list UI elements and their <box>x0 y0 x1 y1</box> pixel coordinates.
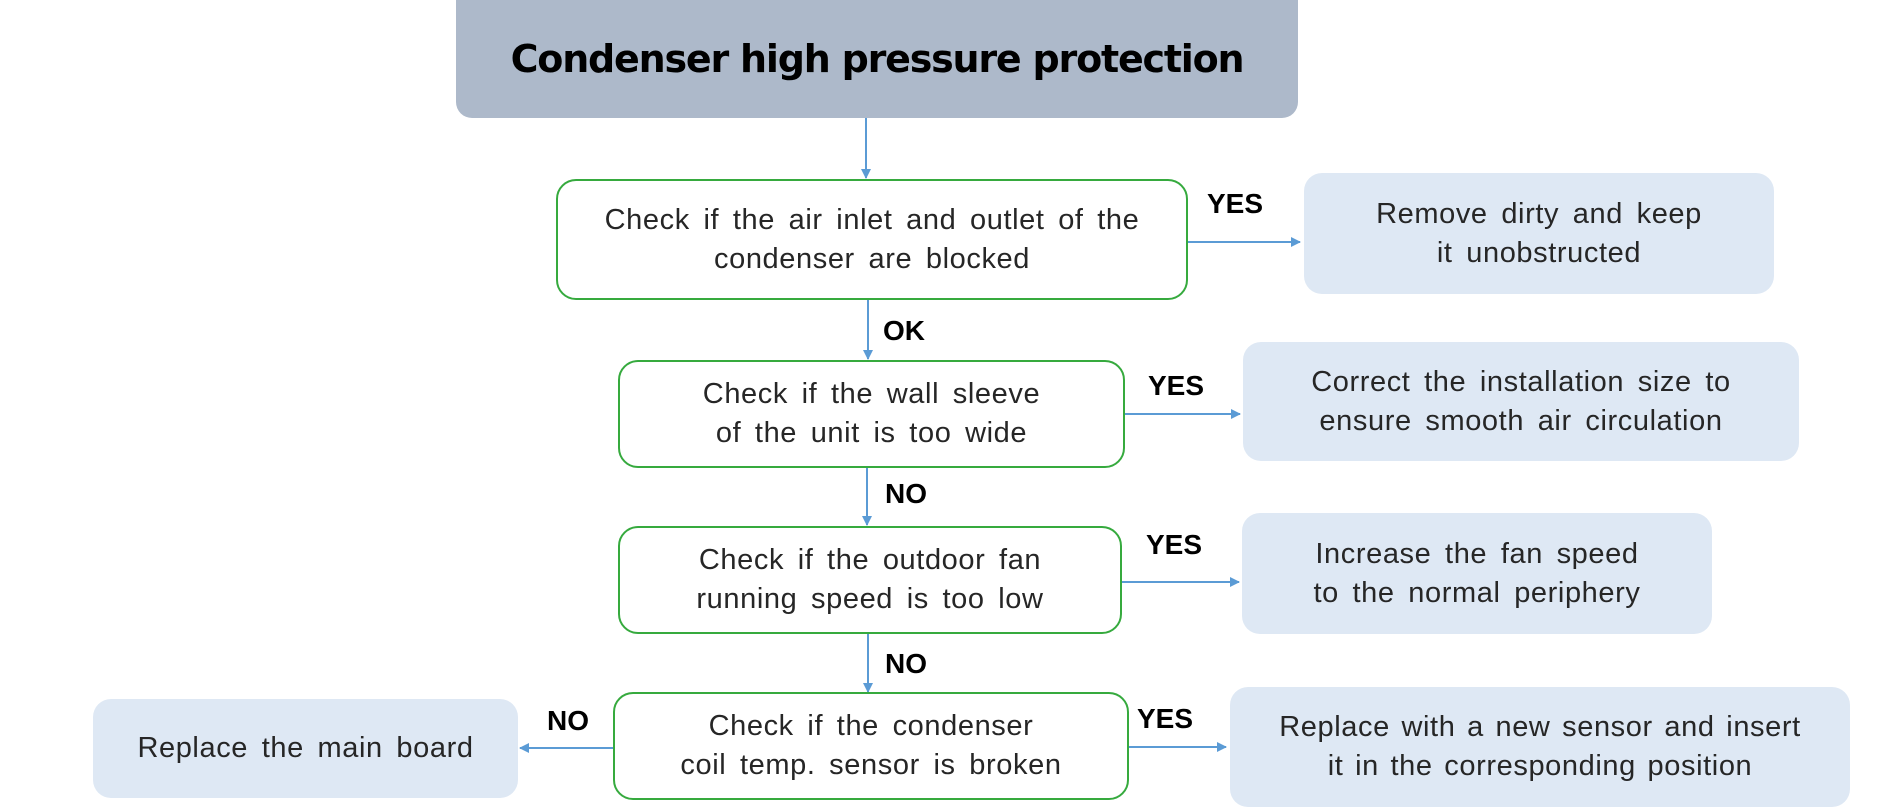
check-step-2-text: Check if the wall sleeve of the unit is … <box>702 378 1041 449</box>
label-yes-3: YES <box>1146 529 1203 560</box>
label-no-3: NO <box>885 648 927 679</box>
check-step-3: Check if the outdoor fan running speed i… <box>618 526 1122 634</box>
result-increase-fan-speed: Increase the fan speed to the normal per… <box>1242 513 1712 634</box>
check-step-4-text: Check if the condenser coil temp. sensor… <box>680 710 1062 781</box>
result-remove-dirt: Remove dirty and keep it unobstructed <box>1304 173 1774 294</box>
label-yes-4: YES <box>1137 703 1194 734</box>
label-yes-2: YES <box>1148 370 1205 401</box>
title-text: Condenser high pressure protection <box>510 37 1245 81</box>
result-replace-main-board: Replace the main board <box>93 699 518 798</box>
label-ok-1: OK <box>883 315 925 346</box>
label-yes-1: YES <box>1207 188 1264 219</box>
result-correct-installation: Correct the installation size to ensure … <box>1243 342 1799 461</box>
label-no-2: NO <box>885 478 927 509</box>
label-no-4: NO <box>547 705 589 736</box>
check-step-3-text: Check if the outdoor fan running speed i… <box>696 544 1044 615</box>
check-step-1-text: Check if the air inlet and outlet of the… <box>604 203 1140 275</box>
result-replace-sensor: Replace with a new sensor and insert it … <box>1230 687 1850 807</box>
check-step-2: Check if the wall sleeve of the unit is … <box>618 360 1125 468</box>
check-step-1: Check if the air inlet and outlet of the… <box>556 179 1188 300</box>
check-step-4: Check if the condenser coil temp. sensor… <box>613 692 1129 800</box>
title-box: Condenser high pressure protection <box>456 0 1298 118</box>
